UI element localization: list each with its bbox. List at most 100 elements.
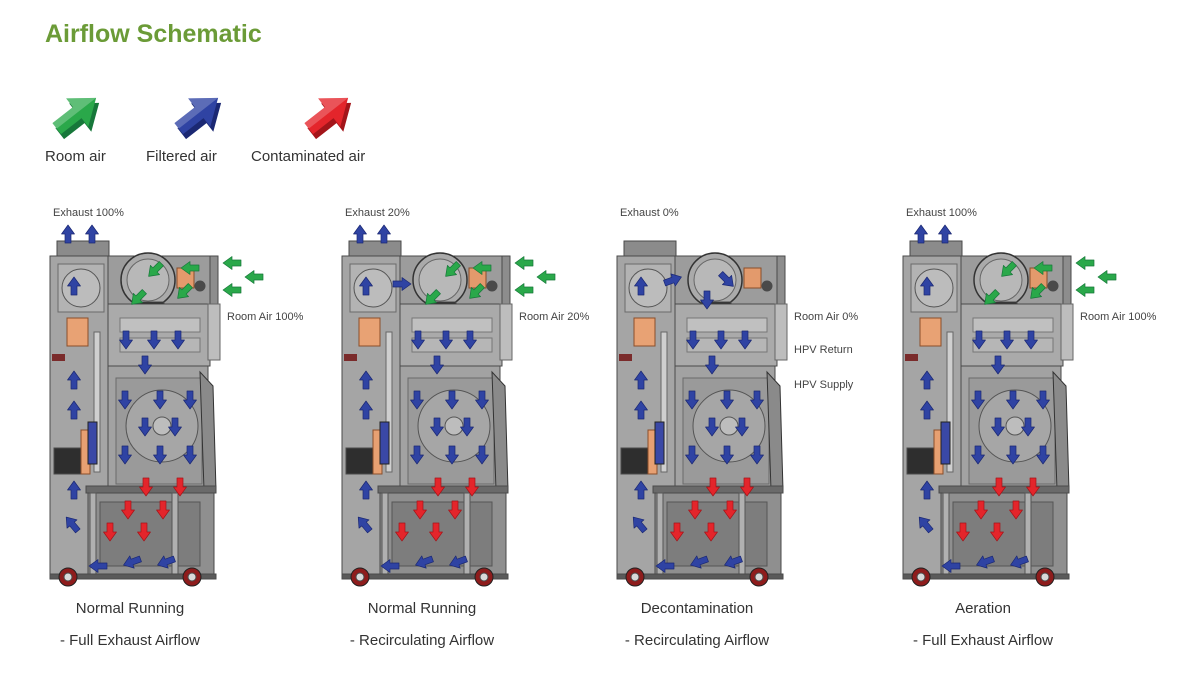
filtered-air-arrow [147,330,161,350]
filtered-air-arrow [168,417,182,437]
green-arrow-icon-highlight [52,97,97,129]
damper-motor [486,280,498,292]
room-air-arrow [180,261,200,275]
room-air-arrow [177,283,193,299]
filtered-air-arrow [1010,555,1029,569]
cabinet-diagram [616,240,788,587]
filtered-air-arrow [67,370,81,390]
filtered-air-arrow [445,390,459,410]
filtered-air-arrow [61,224,75,244]
cabinet [49,224,264,587]
filtered-air-arrow [686,330,700,350]
room-air-arrow [984,289,1000,305]
lower-section-interior [99,501,201,567]
filtered-air-arrow [410,390,424,410]
contaminated-air-arrow [1009,500,1023,520]
room-air-arrow [445,261,461,277]
filtered-air-arrow [415,555,434,569]
wheel-hub [355,572,365,582]
filtered-air-arrow [991,417,1005,437]
wheel-hub [479,572,489,582]
filtered-air-arrow [705,355,719,375]
legend-label-contaminated-air: Contaminated air [251,148,366,165]
control-box [620,447,652,475]
filtered-air-arrow [138,355,152,375]
airflow-caption: - Recirculating Airflow [349,632,495,649]
contaminated-air-arrow [740,477,754,497]
filtered-air-arrow [700,290,714,310]
mode-caption: Normal Running [75,600,185,617]
filtered-air-arrow [718,271,734,287]
panel-decontamination: Exhaust 0% Room Air 0% HPV Return HPV Su… [616,200,907,660]
contaminated-air-arrow [156,500,170,520]
wheel-hub [754,572,764,582]
filtered-air-arrow [914,224,928,244]
filtered-air-arrow [359,370,373,390]
room-air-label: Room Air 0% [794,311,859,323]
filtered-air-arrow [475,445,489,465]
filtered-air-arrow [918,516,934,534]
wheel-hub [187,572,197,582]
contaminated-air-arrow [723,500,737,520]
filtered-air-arrow [157,555,176,569]
filtered-air-arrow [65,516,81,534]
room-air-arrow [222,283,242,297]
filtered-air-arrow [88,559,108,573]
filtered-air-arrow [460,417,474,437]
airflow-caption: - Full Exhaust Airflow [912,632,1054,649]
hpv-cylinder [87,421,98,465]
base-plate [49,573,217,580]
contaminated-air-arrow [448,500,462,520]
control-box [345,447,377,475]
red-arrow-icon [304,97,352,140]
room-air-arrow [1033,261,1053,275]
filtered-air-arrow [359,480,373,500]
hpv-supply-label: HPV Supply [794,379,854,391]
indicator-tag [905,354,918,361]
contaminated-air-arrow [431,477,445,497]
room-air-arrow [472,261,492,275]
exhaust-duct-cap [909,240,963,259]
contaminated-air-arrow [139,477,153,497]
contaminated-air-arrow [103,522,117,542]
airflow-arrows [632,271,764,573]
contaminated-air-arrow [704,522,718,542]
filtered-air-arrow [85,224,99,244]
hpv-return-label: HPV Return [794,344,853,356]
filtered-air-arrow [938,224,952,244]
room-air-arrow [1001,261,1017,277]
indicator-tag [52,354,65,361]
exhaust-fan [628,268,668,308]
contaminated-air-arrow [429,522,443,542]
base-plate [616,573,784,580]
contaminated-air-arrow [173,477,187,497]
filtered-air-arrow [1006,445,1020,465]
filtered-air-arrow [359,276,373,296]
blue-arrow-icon-face [174,97,219,135]
exhaust-damper [919,317,942,347]
lower-post [738,492,746,578]
filtered-air-arrow [475,390,489,410]
lower-post [1024,492,1032,578]
lower-section-interior [952,501,1054,567]
legend-label-room-air: Room air [45,148,106,165]
green-arrow-icon-face [52,97,97,135]
hepa-filter-upper [686,317,768,333]
cabinet-body [616,240,788,587]
damper-motor [194,280,206,292]
filtered-air-arrow [430,417,444,437]
filtered-air-arrow [380,559,400,573]
work-zone-port-hub [1005,416,1025,436]
filtered-air-arrow [183,390,197,410]
filtered-air-arrow [119,330,133,350]
control-box [906,447,938,475]
contaminated-air-arrow [956,522,970,542]
room-air-arrow [514,256,534,270]
work-zone-port-hub [444,416,464,436]
exhaust-fan [914,268,954,308]
cabinet [616,240,788,587]
cabinet-diagram [49,224,264,587]
right-bracket-top [1062,255,1072,305]
room-air-arrow [425,289,441,305]
filtered-air-arrow [941,559,961,573]
